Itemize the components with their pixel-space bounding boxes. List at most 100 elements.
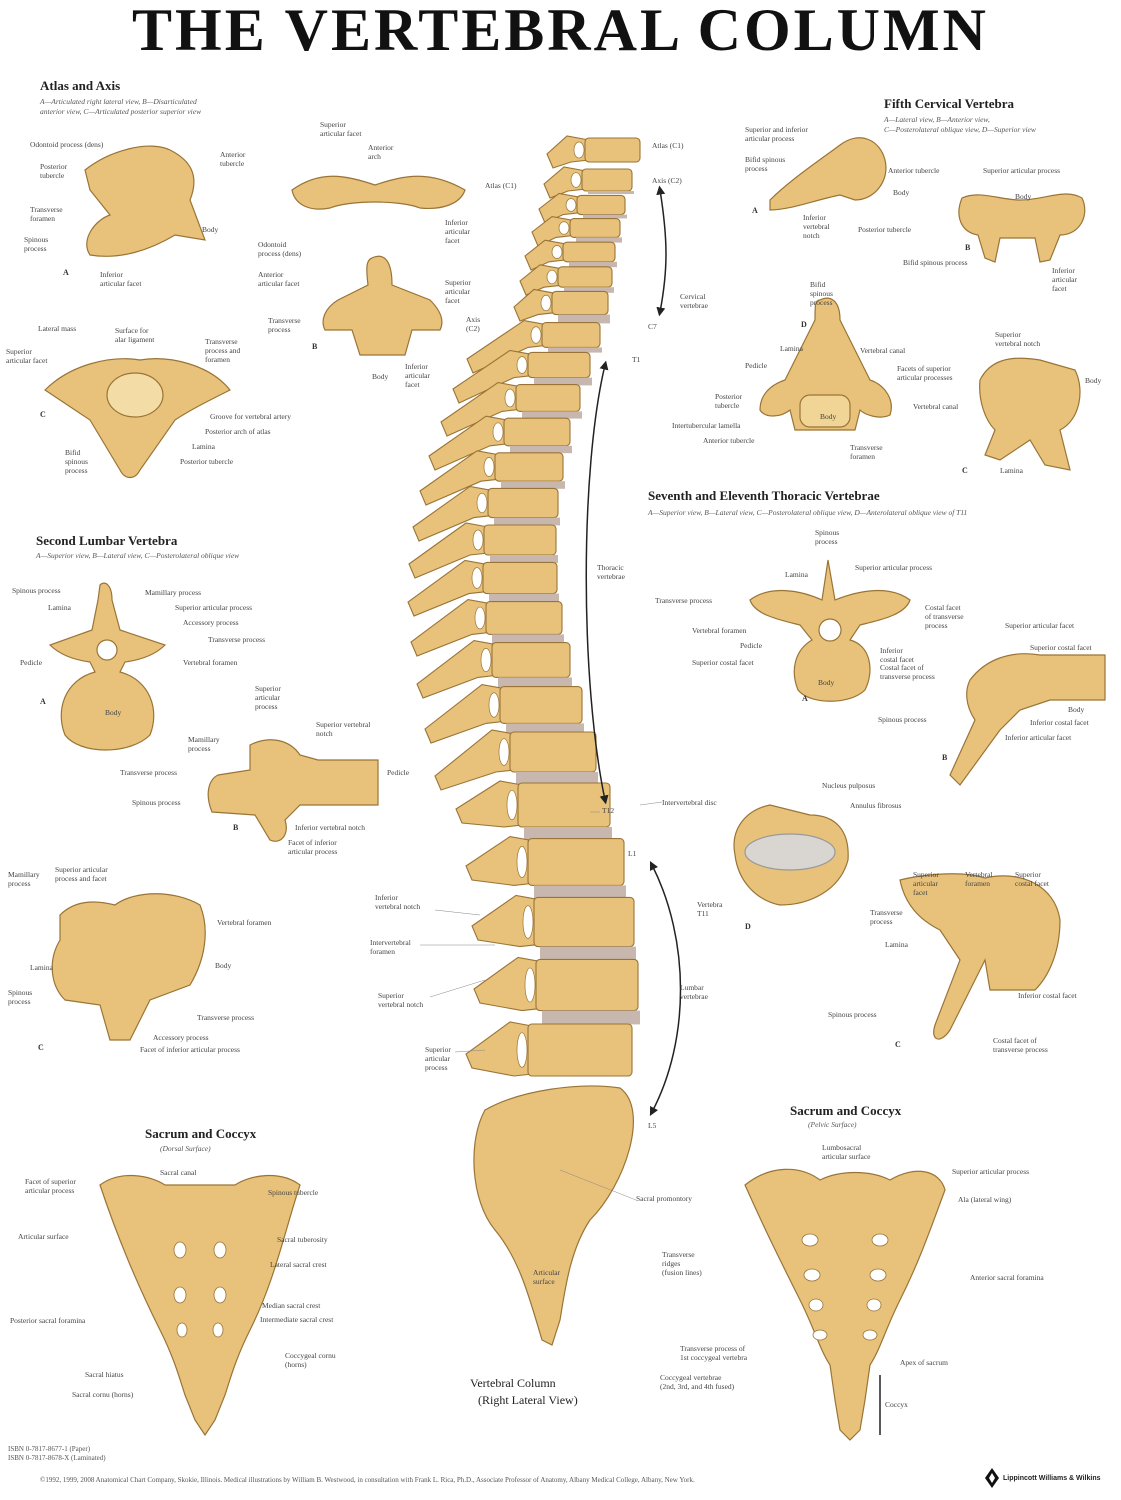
atlas-axis-labels-label: Inferior articular facet (445, 218, 470, 245)
fifth-cervical-labels-label: Superior vertebral notch (995, 330, 1041, 348)
thoracic-labels-label: Inferior costal facet (1018, 991, 1077, 1000)
intervertebral-disc (569, 261, 617, 268)
atlas-axis-labels-label: Atlas (C1) (485, 181, 517, 190)
thoracic-labels-label: Transverse process (870, 908, 903, 926)
thoracic-labels-label: Inferior costal facet (1030, 718, 1089, 727)
sacrum-dorsal-labels-label: Facet of superior articular process (25, 1177, 76, 1195)
vertebral-body (551, 290, 609, 316)
atlas-axis-labels-label: Posterior tubercle (40, 162, 68, 180)
atlas-axis-labels-label: Lamina (192, 442, 215, 451)
intervertebral-disc (489, 593, 559, 603)
fifth-cervical-labels-label: Body (1015, 192, 1032, 201)
lumbar-labels-label: Body (105, 708, 122, 717)
vertebral-body (503, 417, 571, 447)
thoracic-labels-label: Inferior costal facet (880, 646, 914, 664)
column-labels-label: Lumbar vertebrae (680, 983, 708, 1001)
sacrum-pelvic-labels-label: Anterior sacral foramina (970, 1273, 1044, 1282)
column-subtitle: (Right Lateral View) (478, 1393, 578, 1407)
publisher-logo: Lippincott Williams & Wilkins (985, 1468, 1101, 1488)
vertebral-body (482, 561, 558, 595)
fifth-cervical-letters-label: C (962, 466, 968, 475)
vertebral-body (576, 194, 626, 216)
column-labels-label: Intervertebral foramen (370, 938, 411, 956)
fifth-cervical-labels-label: Pedicle (745, 361, 768, 370)
intervertebral-foramen (516, 846, 528, 878)
lumbar-labels-label: Mamillary process (8, 870, 40, 888)
atlas-axis-lateral (84, 145, 206, 257)
intervertebral-foramen (546, 269, 558, 285)
atlas-axis-letters-label: C (40, 410, 46, 419)
intervertebral-disc (501, 481, 565, 489)
intervertebral-disc (498, 677, 572, 688)
column-labels-label: Superior articular process (425, 1045, 451, 1072)
thoracic-labels-label: Vertebral foramen (692, 626, 747, 635)
vertebral-body (527, 351, 591, 379)
fifth-cervical-labels-label: Lamina (1000, 466, 1023, 475)
sacrum-pelvic-labels-label: Coccygeal vertebrae (2nd, 3rd, and 4th f… (660, 1373, 735, 1391)
sacrum-pelvic-labels-label: Superior articular process (952, 1167, 1030, 1176)
thoracic-letters-label: B (942, 753, 948, 762)
sacrum-dorsal-labels-label: Coccygeal cornu (horns) (285, 1351, 336, 1369)
column-labels-label: C7 (648, 322, 657, 331)
sacrum-dorsal-labels-label: Median sacral crest (262, 1301, 321, 1310)
atlas-axis-title: Atlas and Axis (40, 78, 121, 93)
lumbar-letters-label: B (233, 823, 239, 832)
atlas-axis-letters-label: B (312, 342, 318, 351)
lumbar-labels-label: Spinous process (132, 798, 181, 807)
intervertebral-disc (506, 723, 584, 734)
column-labels-label: Articular surface (533, 1268, 561, 1286)
sacrum-pelvic-labels-label: Transverse process of 1st coccygeal vert… (680, 1344, 748, 1362)
fifth-cervical-labels-label: Posterior tubercle (858, 225, 912, 234)
thoracic-labels-label: Lamina (785, 570, 808, 579)
sacrum-dorsal-labels-label: Lateral sacral crest (270, 1260, 327, 1269)
thoracic-subtitle: A—Superior view, B—Lateral view, C—Poste… (648, 508, 968, 517)
atlas-axis-labels-label: Inferior articular facet (405, 362, 430, 389)
vertebral-body (494, 452, 564, 482)
column-labels-label: Superior vertebral notch (378, 991, 424, 1009)
footer-copyright: ©1992, 1999, 2008 Anatomical Chart Compa… (40, 1476, 695, 1484)
thoracic-letters-label: D (745, 922, 751, 931)
fifth-cervical-labels-label: Posterior tubercle (715, 392, 743, 410)
atlas-axis-labels-label: Odontoid process (dens) (258, 240, 302, 258)
poster-title: THE VERTEBRAL COLUMN (132, 0, 989, 63)
thoracic-labels-label: Pedicle (740, 641, 763, 650)
lumbar-labels-label: Lamina (48, 603, 71, 612)
publisher-name: Lippincott Williams & Wilkins (1003, 1474, 1101, 1482)
intervertebral-disc (542, 1010, 640, 1025)
thoracic-title: Seventh and Eleventh Thoracic Vertebrae (648, 488, 880, 503)
lumbar-labels-label: Inferior vertebral notch (295, 823, 365, 832)
intervertebral-disc (588, 191, 634, 194)
atlas-axis-labels-label: Transverse foramen (30, 205, 63, 223)
intervertebral-foramen (516, 1032, 528, 1068)
l2-lateral (207, 739, 379, 842)
atlas-axis-labels-label: Transverse process (268, 316, 301, 334)
atlas-axis-labels-label: Posterior tubercle (180, 457, 234, 466)
thoracic-labels-label: Costal facet of transverse process (925, 603, 964, 630)
thoracic-labels-label: Superior costal facet (1015, 870, 1049, 888)
intervertebral-foramen (488, 692, 500, 718)
sacrum-dorsal-title: Sacrum and Coccyx (145, 1126, 257, 1141)
thoracic-labels-label: Superior articular facet (1005, 621, 1075, 630)
column-labels-label: L5 (648, 1121, 657, 1130)
fifth-cervical-labels-label: Inferior articular facet (1052, 266, 1077, 293)
lumbar-labels-label: Vertebral foramen (217, 918, 272, 927)
thoracic-labels-label: Spinous process (815, 528, 840, 546)
vertebral-body (515, 384, 581, 412)
intervertebral-disc (516, 772, 598, 785)
column-labels-label: Cervical vertebrae (680, 292, 708, 310)
fifth-cervical-letters-label: D (801, 320, 807, 329)
vertebral-body (509, 731, 597, 773)
intervertebral-disc (492, 634, 564, 644)
vertebral-body (569, 218, 621, 238)
intervertebral-foramen (498, 738, 510, 766)
sacrum-dorsal-labels-label: Sacral hiatus (85, 1370, 124, 1379)
sacrum-dorsal-subtitle: (Dorsal Surface) (160, 1144, 211, 1153)
fifth-cervical-letters-label: B (965, 243, 971, 252)
lumbar-labels-label: Mamillary process (188, 735, 220, 753)
atlas-axis-labels-label: Anterior arch (368, 143, 394, 161)
lumbar-labels-label: Lamina (30, 963, 53, 972)
sacrum-dorsal-labels-label: Posterior sacral foramina (10, 1316, 86, 1325)
atlas-axis-labels-label: Superior articular facet (445, 278, 471, 305)
thoracic-labels-label: Annulus fibrosus (850, 801, 902, 810)
